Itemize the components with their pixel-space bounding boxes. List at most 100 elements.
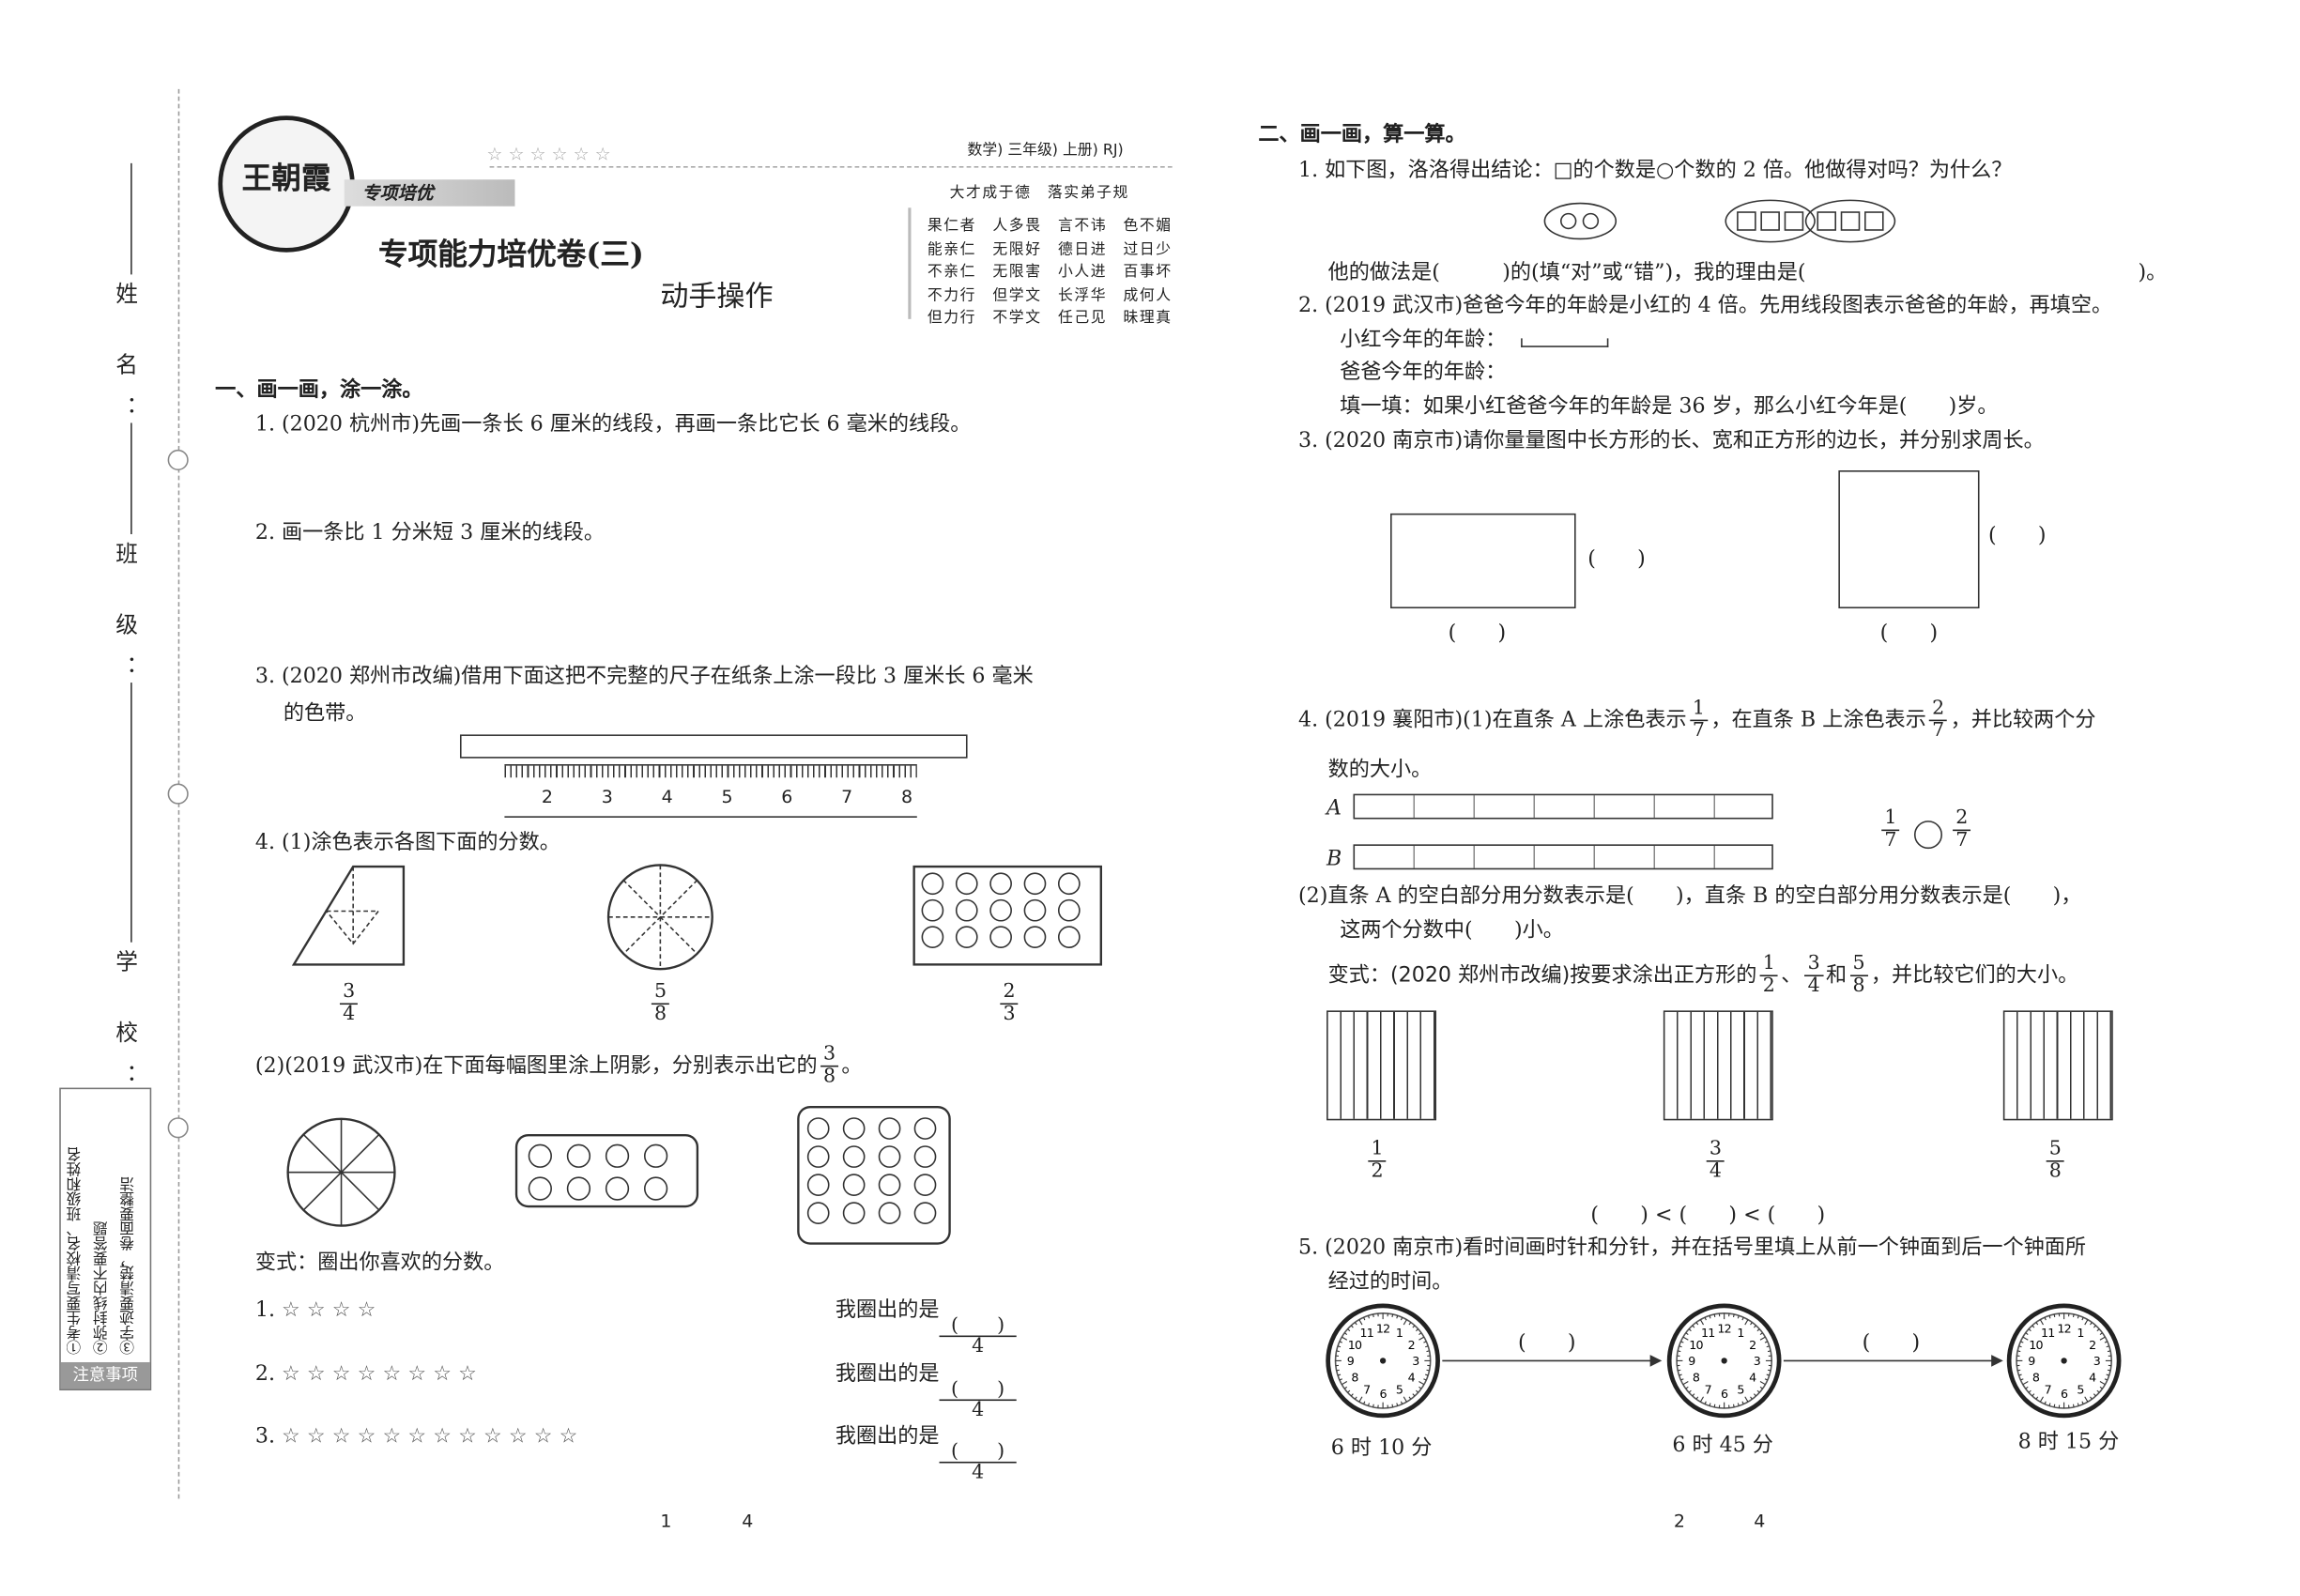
dot [806,1174,830,1196]
clock-number: 2 [1408,1338,1415,1352]
clock-number: 2 [1749,1338,1756,1352]
dot [1057,872,1081,896]
answer-paren[interactable]: ( ) [1988,523,2047,548]
answer-paren[interactable]: ( ) [1879,622,1939,646]
clock-number: 6 [1379,1387,1387,1401]
class-label: 班 级： [113,541,140,699]
dot [989,872,1012,896]
clock-number: 12 [1376,1321,1389,1335]
school-label: 学 校： [113,949,140,1107]
clock-number: 6 [1721,1387,1728,1401]
dot [955,898,978,922]
striped-square[interactable] [2002,1010,2113,1121]
page-subtitle: 动手操作 [660,280,774,314]
question-r4-2-cont[interactable]: 这两个分数中( )小。 [1340,918,1564,943]
figures-row-2[interactable] [282,1098,1008,1247]
figures-row-1[interactable] [282,858,1127,976]
clock-number: 3 [1412,1354,1419,1368]
bar-a[interactable] [1353,793,1773,820]
circled-answer[interactable]: 我圈出的是( )4 [836,1360,1017,1420]
dot [1023,898,1047,922]
dots-8-figure [514,1133,699,1208]
clock-number: 10 [1689,1338,1703,1352]
dot [566,1176,591,1201]
star-row[interactable]: 3. ☆ ☆ ☆ ☆ ☆ ☆ ☆ ☆ ☆ ☆ ☆ ☆ [254,1424,578,1449]
striped-square[interactable] [1326,1010,1437,1121]
clock-number: 1 [2077,1326,2083,1340]
clock-number: 3 [1754,1354,1761,1368]
question-r2-fill[interactable]: 填一填：如果小红爸爸今年的年龄是 36 岁，那么小红今年是( )岁。 [1340,394,1999,419]
striped-square[interactable] [1663,1010,1773,1121]
star-row[interactable]: 2. ☆ ☆ ☆ ☆ ☆ ☆ ☆ ☆ [254,1361,477,1386]
class-field[interactable] [130,422,132,535]
dot [913,1117,937,1140]
bar-b[interactable] [1353,844,1773,870]
dot [921,926,944,949]
clock-number: 7 [1363,1382,1370,1396]
clock-number: 6 [2061,1387,2068,1401]
clock-number: 5 [2077,1382,2083,1396]
bar-b-label: B [1326,847,1342,871]
notes-title: 注意事项 [60,1361,150,1389]
clock-number: 7 [1705,1382,1711,1396]
question-r4-2[interactable]: (2)直条 A 的空白部分用分数表示是( )，直条 B 的空白部分用分数表示是(… [1298,884,2082,909]
bar-a-label: A [1326,796,1342,821]
page-number: 1 [660,1511,672,1532]
compare-circle[interactable] [1913,821,1943,850]
dot [842,1117,866,1140]
ruler-tick: 7 [841,786,853,807]
clock-number: 1 [1396,1326,1403,1340]
question-r4-cont: 数的大小。 [1327,758,1433,782]
answer-paren[interactable]: ( ) [1448,622,1507,646]
star-row[interactable]: 1. ☆ ☆ ☆ ☆ [254,1298,376,1323]
circle-figure [606,864,713,971]
note: ②弥封线内不要答题 [95,1220,112,1356]
punch-hole [167,1117,189,1139]
clock-number: 11 [1359,1326,1372,1340]
inequality-blanks[interactable]: ( ) < ( ) < ( ) [1590,1203,1826,1228]
dot [989,898,1012,922]
rectangle-figure [1390,513,1576,609]
clock-label: 6 时 45 分 [1672,1433,1773,1458]
clock-number: 5 [1396,1382,1403,1396]
punch-hole [167,449,189,471]
answer-paren[interactable]: ( ) [1587,547,1646,572]
circled-answer[interactable]: 我圈出的是( )4 [836,1297,1017,1357]
name-label: 姓 名： [113,282,140,439]
variant-heading: 变式：圈出你喜欢的分数。 [254,1251,505,1275]
elapsed-paren[interactable]: ( ) [1862,1330,1921,1356]
notes-box: 注意事项 ①考生要写清校名、班级和姓名 ②弥封线内不要答题 ③字迹要清楚，卷面要… [59,1087,152,1391]
section-2-heading: 二、画一画，算一算。 [1258,123,1466,147]
ruler-tick: 5 [721,786,733,807]
elapsed-paren[interactable]: ( ) [1517,1330,1576,1356]
arrow-icon [1783,1355,2003,1367]
clock-number: 12 [1717,1321,1730,1335]
question-r1-answer[interactable]: 他的做法是( )的(填“对”或“错”)，我的理由是( )。 [1327,261,2168,285]
clock-label: 6 时 10 分 [1330,1436,1433,1461]
dot [528,1143,552,1168]
pie-8-figure [286,1117,396,1227]
dot [842,1174,866,1196]
brand-logo-text: 王朝霞 [241,160,331,196]
banner: 专项培优 [344,179,515,207]
dot [1057,926,1081,949]
paper-strip[interactable] [459,734,968,759]
circled-answer[interactable]: 我圈出的是( )4 [836,1423,1017,1482]
clock-number: 4 [1749,1371,1756,1385]
clock-number: 8 [1693,1371,1700,1385]
dot [989,926,1012,949]
name-field[interactable] [130,162,132,275]
punch-hole [167,783,189,805]
school-field[interactable] [130,683,132,943]
